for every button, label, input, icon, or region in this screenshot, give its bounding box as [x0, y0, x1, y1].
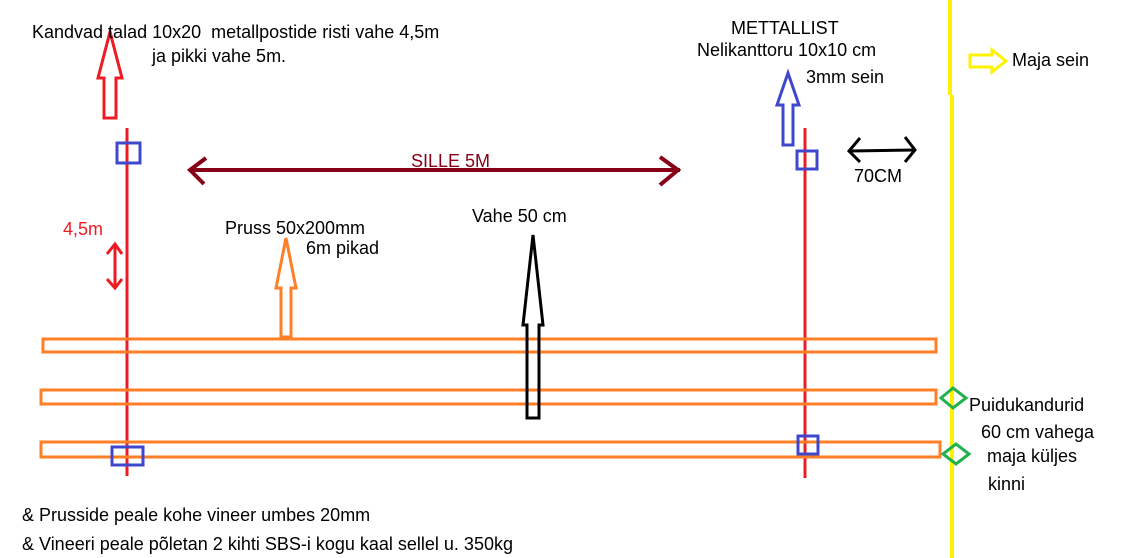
timber-beam-1 — [41, 337, 938, 354]
supports-label-1: Puidukandurid — [969, 395, 1084, 415]
support-diamond-2 — [940, 442, 972, 466]
support-diamond-1 — [938, 386, 969, 410]
gap-arrow-icon — [521, 234, 545, 420]
supports-label-3: maja küljes — [987, 446, 1077, 466]
wall-arrow-icon — [968, 46, 1009, 76]
timber-gap-label: Vahe 50 cm — [472, 206, 567, 226]
timber-beam-2 — [39, 388, 938, 406]
bracket-bottom-right — [796, 434, 820, 456]
bracket-top-left — [115, 141, 142, 165]
wall-gap-label: 70CM — [854, 166, 902, 186]
wall-gap-arrow-icon — [846, 136, 917, 164]
beams-subtitle: ja pikki vahe 5m. — [151, 46, 286, 66]
metal-title: METTALLIST — [731, 18, 839, 38]
beams-arrow-icon — [96, 26, 124, 120]
beams-title: Kandvad talad 10x20 metallpostide risti … — [32, 22, 439, 42]
timber-length-label: 6m pikad — [306, 238, 379, 258]
supports-label-2: 60 cm vahega — [981, 422, 1095, 442]
timber-beam-3 — [39, 440, 942, 459]
supports-label-4: kinni — [988, 474, 1025, 494]
note-1: & Prusside peale kohe vineer umbes 20mm — [22, 505, 370, 525]
bracket-bottom-left — [110, 445, 145, 467]
metal-arrow-icon — [774, 68, 802, 147]
metal-tube-label: Nelikanttoru 10x10 cm — [697, 40, 876, 60]
bracket-top-right — [795, 149, 819, 171]
metal-wall-label: 3mm sein — [806, 67, 884, 87]
note-2: & Vineeri peale põletan 2 kihti SBS-i ko… — [22, 534, 513, 554]
span-label: SILLE 5M — [411, 151, 490, 171]
house-wall-label: Maja sein — [1012, 50, 1089, 70]
cross-spacing-arrow-icon — [105, 241, 124, 291]
timber-arrow-icon — [274, 237, 298, 339]
span-arrow-icon — [186, 155, 682, 187]
timber-label: Pruss 50x200mm — [225, 218, 365, 238]
cross-spacing-label: 4,5m — [63, 219, 103, 239]
